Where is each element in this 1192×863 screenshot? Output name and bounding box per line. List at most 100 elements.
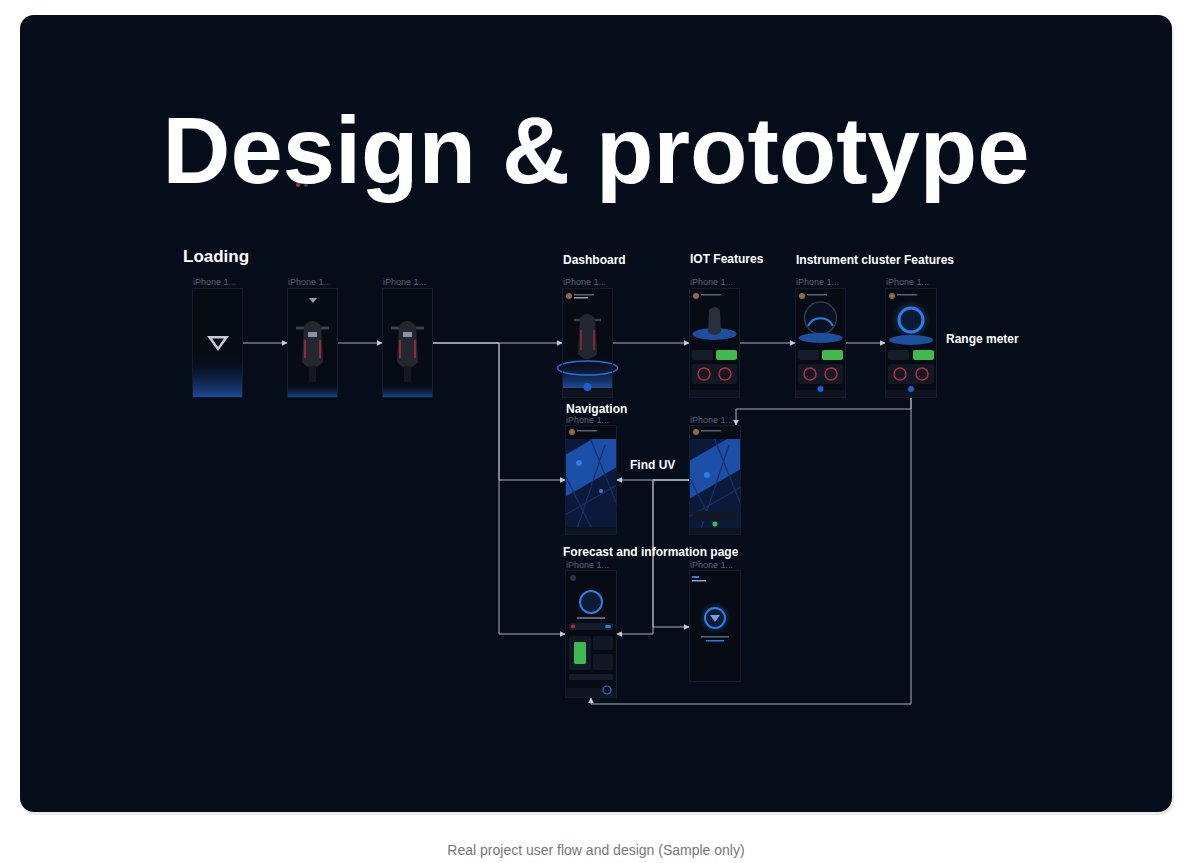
charging-screen: [692, 580, 706, 582]
forecast-screen: [574, 642, 586, 664]
charging-screen: [701, 636, 729, 638]
cluster-screen: [799, 293, 805, 299]
screen-frame: iPhone 1...: [689, 570, 741, 682]
page-title: Design & prototype: [0, 104, 1192, 198]
screen-label: iPhone 1...: [690, 560, 733, 571]
forecast-screen: [569, 636, 591, 670]
flow-connector: [846, 343, 885, 344]
scooter-screen: [287, 288, 338, 398]
iot-screen: [698, 368, 710, 380]
iot-screen: [689, 288, 740, 398]
map-screen: [599, 489, 603, 493]
loading-screen: [192, 288, 243, 398]
iot-screen: [701, 294, 721, 296]
section-heading: Navigation: [566, 402, 627, 416]
cluster-screen: [795, 288, 846, 398]
map-screen: [565, 527, 617, 535]
map-screen: [689, 528, 741, 535]
range-screen: [885, 288, 937, 398]
scooter-screen: [382, 288, 433, 398]
flow-connector: [736, 398, 911, 425]
range-screen: [889, 335, 933, 345]
screen-frame: Forecast and information pageiPhone 1...: [565, 570, 617, 698]
dashboard-screen: [574, 297, 588, 299]
screen-frame: iPhone 1...: [287, 288, 338, 398]
scooter-screen: [397, 321, 418, 368]
range-screen: [908, 386, 914, 392]
forecast-screen: [565, 570, 617, 698]
range-screen: [888, 350, 909, 360]
cluster-screen: [818, 386, 824, 392]
cluster-screen: [799, 333, 843, 343]
scooter-screen: [414, 340, 416, 358]
scooter-screen: [309, 298, 317, 303]
iot-screen: [716, 350, 737, 360]
screen-label: iPhone 1...: [886, 277, 929, 288]
map-screen: [565, 425, 617, 535]
charging-screen: [710, 615, 720, 622]
dashboard-screen: [558, 361, 618, 375]
charging-screen: [699, 602, 731, 634]
screen-frame: iPhone 1...Range meter: [885, 288, 937, 398]
forecast-screen: [580, 591, 602, 613]
dashboard-screen: [574, 294, 594, 296]
cluster-screen: [822, 350, 843, 360]
flow-connector: [433, 343, 565, 634]
scooter-screen: [309, 366, 316, 382]
screen-label: iPhone 1...: [383, 277, 426, 288]
range-screen: [916, 368, 928, 380]
screen-frame: IOT FeaturesiPhone 1...: [689, 288, 740, 398]
screen-label: iPhone 1...: [690, 415, 733, 426]
screen-label: iPhone 1...: [193, 277, 236, 288]
map-screen: [689, 425, 741, 535]
screen-label: iPhone 1...: [566, 415, 609, 426]
iot-screen: [692, 364, 737, 384]
loading-screen: [207, 336, 229, 351]
range-screen: [899, 308, 923, 332]
charging-screen: [689, 570, 741, 682]
scooter-screen: [382, 288, 433, 398]
scooter-screen: [319, 340, 321, 358]
screen-label: iPhone 1...: [288, 277, 331, 288]
scooter-screen: [287, 384, 338, 398]
loading-screen: [192, 356, 243, 398]
map-screen: [704, 472, 710, 478]
scooter-screen: [403, 332, 412, 337]
map-screen: [693, 511, 737, 521]
iot-screen: [708, 307, 721, 335]
map-screen: [577, 430, 597, 432]
forecast-screen: [593, 654, 613, 670]
charging-screen: [692, 576, 699, 578]
caption: Real project user flow and design (Sampl…: [0, 842, 1192, 859]
scooter-screen: [287, 288, 338, 398]
screen-label: iPhone 1...: [563, 277, 606, 288]
forecast-screen: [605, 625, 611, 628]
screen-frame: NavigationiPhone 1...: [565, 425, 617, 535]
range-screen: [891, 300, 931, 340]
dashboard-screen: [558, 288, 618, 398]
section-heading: Loading: [183, 247, 249, 267]
forecast-screen: [593, 636, 613, 650]
screen-frame: LoadingiPhone 1...: [192, 288, 243, 398]
forecast-screen: [565, 570, 617, 698]
iot-screen: [693, 293, 699, 299]
range-screen: [913, 350, 934, 360]
cluster-screen: [825, 368, 837, 380]
flow-label: Find UV: [630, 458, 675, 472]
flow-connector: [243, 343, 287, 344]
charging-screen: [705, 608, 725, 628]
scooter-screen: [382, 384, 433, 398]
iot-screen: [719, 368, 731, 380]
forecast-screen: [569, 623, 613, 630]
range-screen: [888, 364, 934, 384]
loading-screen: [192, 288, 243, 398]
dashboard-screen: [566, 293, 572, 299]
range-screen: [897, 294, 917, 296]
section-heading: Dashboard: [563, 253, 626, 267]
dashboard-screen: [584, 383, 592, 391]
flow-connector: [338, 343, 382, 344]
range-screen: [894, 368, 906, 380]
dashboard-screen: [562, 390, 613, 398]
flow-connector: [613, 343, 689, 344]
scooter-screen: [399, 340, 401, 358]
